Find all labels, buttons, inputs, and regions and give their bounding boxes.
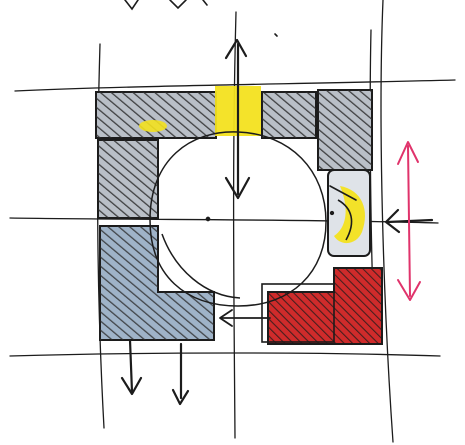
arrow-icon [120,338,143,396]
guide-line-middle [9,217,439,224]
arrow-icon [329,185,357,201]
right-point [329,210,335,216]
right-window-scribble [337,199,353,241]
arrow-icon [219,309,271,327]
yellow-highlight-right [334,186,366,244]
guide-line-center [232,11,237,439]
center-point [205,216,211,222]
building-blocks [95,86,383,345]
central-courtyard [149,131,335,307]
circulation-arrows [120,38,434,406]
guide-line-top [14,79,456,92]
double-arrow-icon [397,141,421,301]
block-bottom-right-hatch [268,268,382,344]
block-left-lower-hatch [100,226,214,340]
block-left-upper-hatch [98,140,158,218]
block-right-top-hatch [318,90,372,170]
courtyard-circle [149,131,327,307]
block-top-right-hatch [262,92,316,138]
courtyard-inner-line [161,233,241,299]
guide-line-bottom [9,352,441,357]
top-scribble-marks [124,0,278,37]
yellow-highlight-small [139,120,167,132]
block-bottom-right-outline [261,283,335,343]
guide-line-right [380,0,394,443]
arrow-icon [171,342,190,406]
arrow-icon [224,38,251,200]
